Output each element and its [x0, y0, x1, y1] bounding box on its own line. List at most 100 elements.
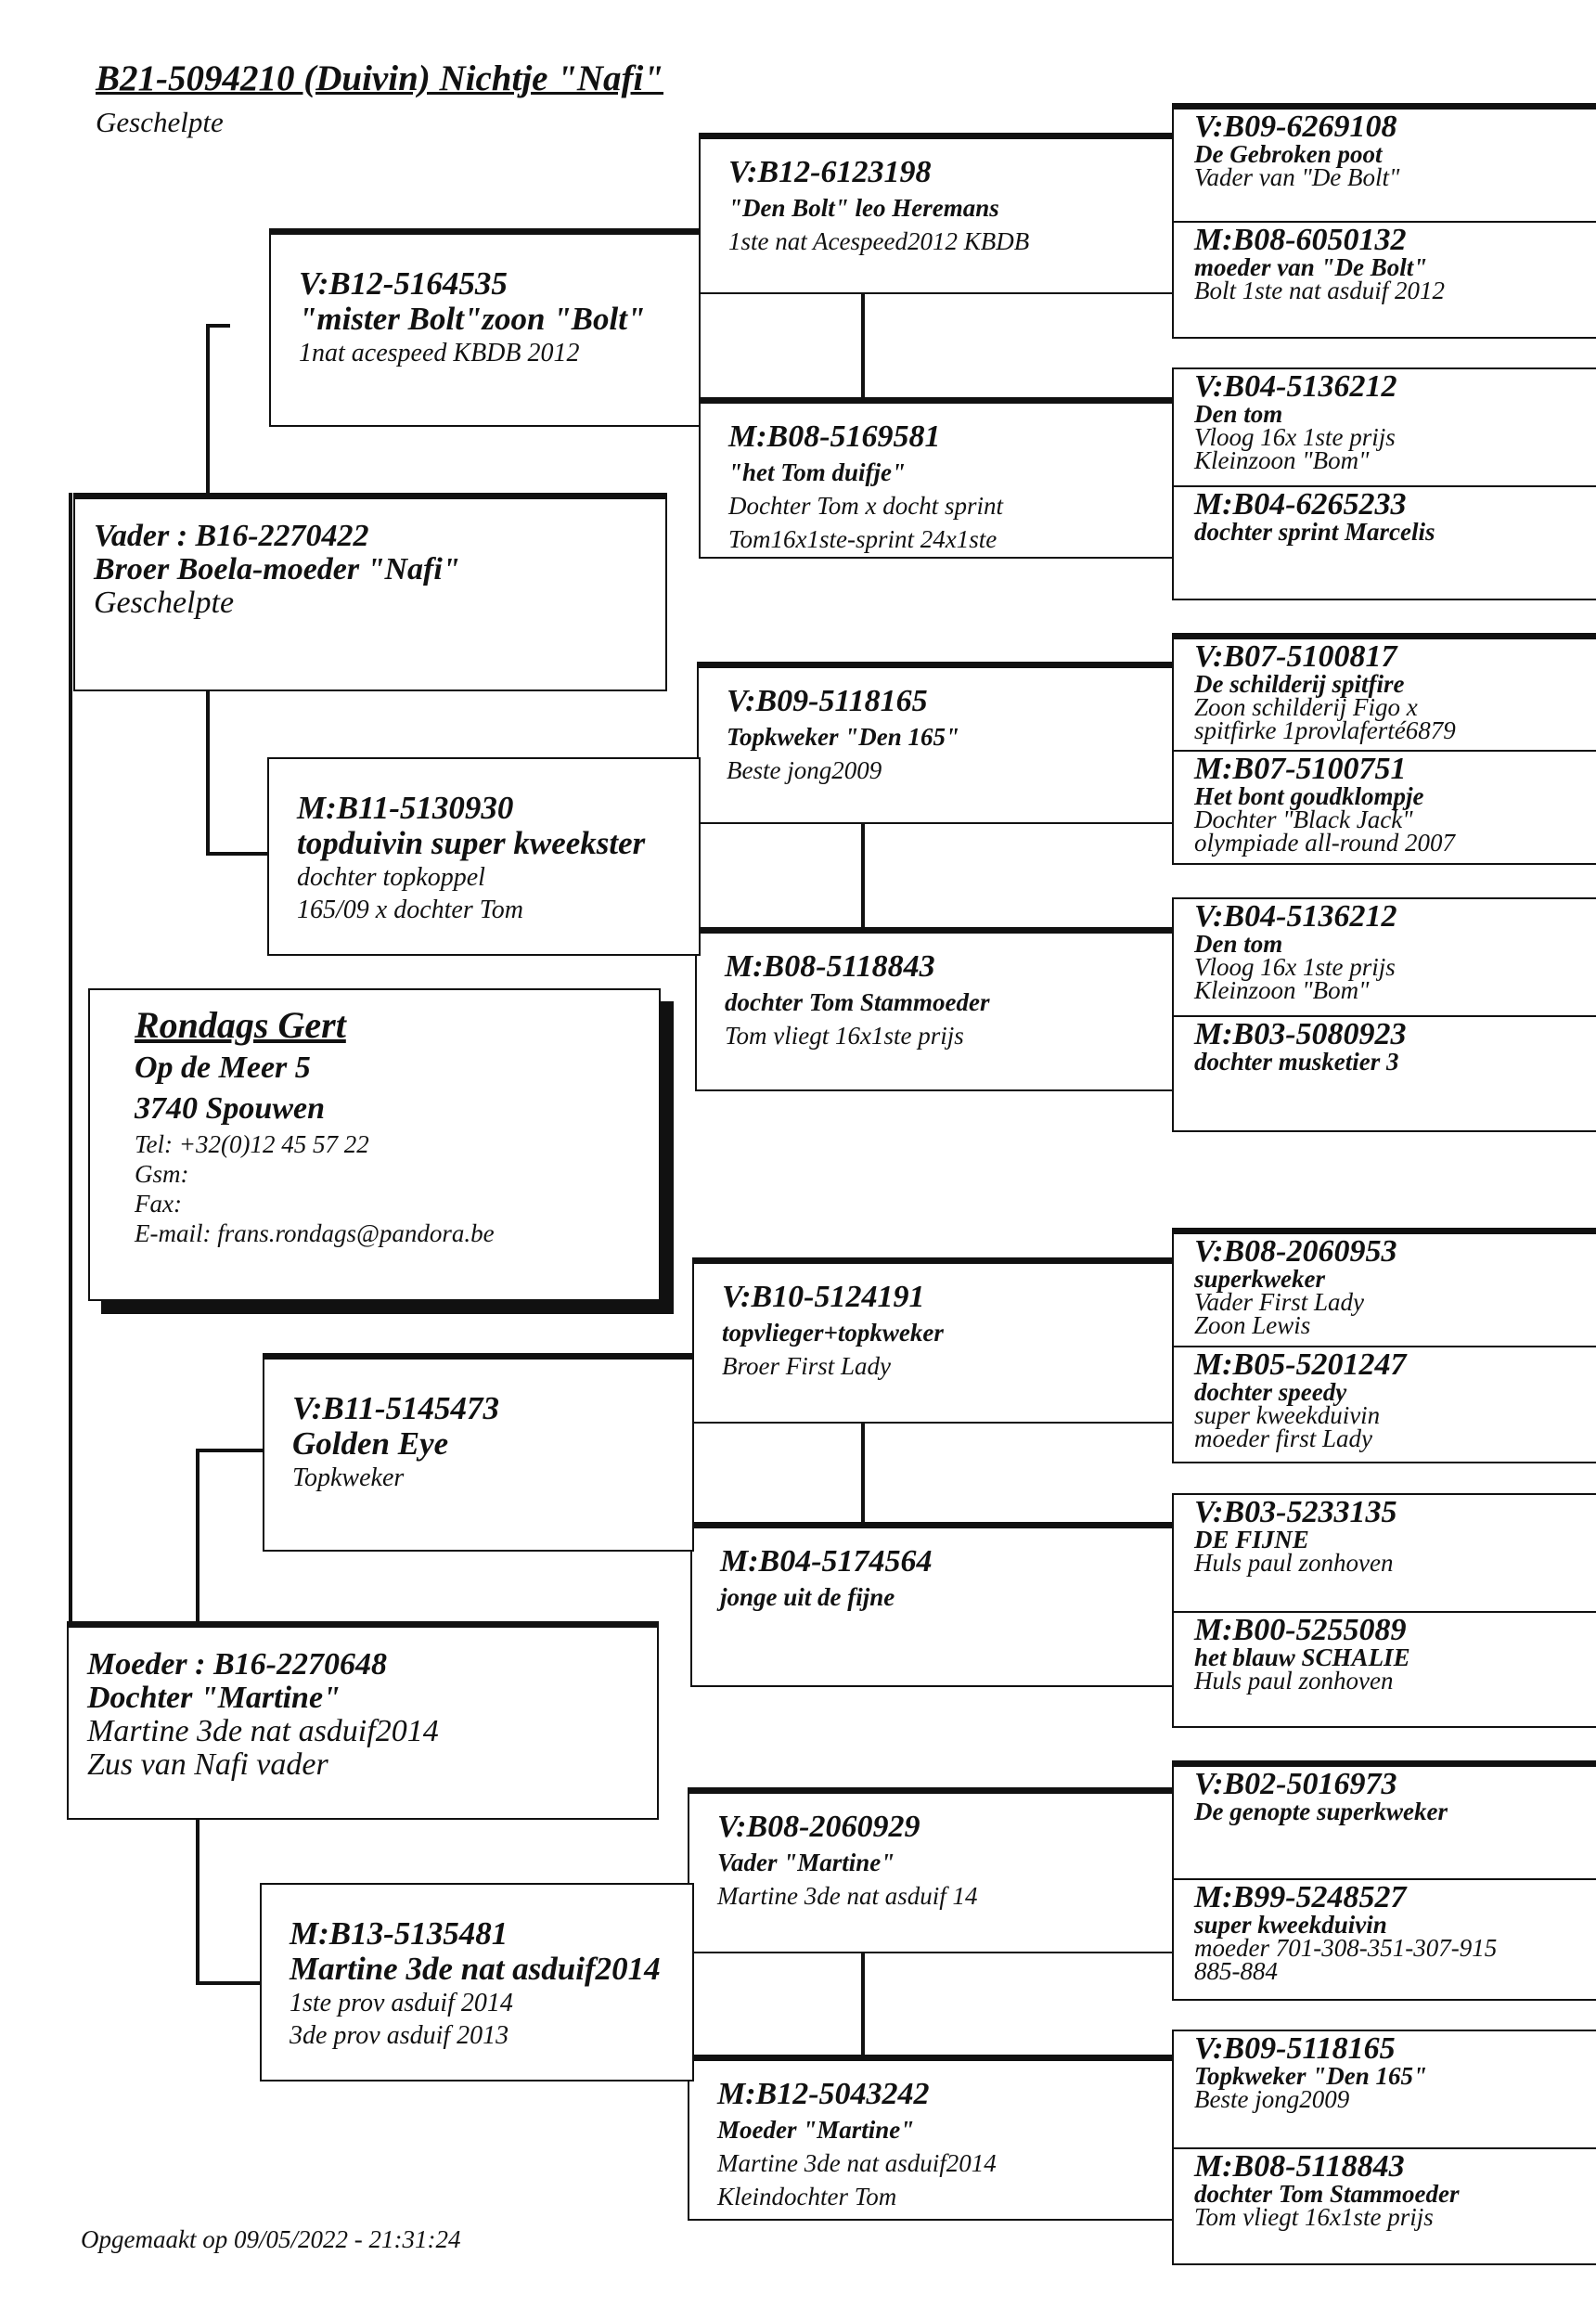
gen2-pigeon-box: V:B12-5164535"mister Bolt"zoon "Bolt"1na… [269, 228, 701, 427]
connector-line [206, 324, 230, 328]
connector-line [196, 1981, 270, 1985]
pigeon-note: Zus van Nafi vader [87, 1747, 328, 1782]
connector-line [196, 1449, 270, 1452]
ring-number: M:B08-5169581 [728, 419, 941, 454]
connector-line [206, 324, 210, 493]
ring-number: M:B08-5118843 [725, 949, 935, 984]
pigeon-name: De Gebroken poot [1194, 140, 1383, 168]
pigeon-note: Broer First Lady [722, 1352, 891, 1380]
pigeon-name: "het Tom duifje" [728, 458, 906, 486]
pigeon-name: dochter Tom Stammoeder [725, 988, 990, 1016]
pigeon-note: 3de prov asduif 2013 [290, 2021, 509, 2050]
pigeon-note: Zoon Lewis [1194, 1311, 1311, 1339]
pigeon-name: topduivin super kweekster [297, 825, 646, 861]
ring-number: V:B08-2060953 [1194, 1234, 1397, 1269]
pigeon-note: Martine 3de nat asduif2014 [717, 2149, 997, 2177]
ring-number: M:B12-5043242 [717, 2077, 930, 2111]
ring-number: M:B03-5080923 [1194, 1017, 1407, 1051]
pedigree-subtitle: Geschelpte [96, 106, 224, 138]
ring-number: V:B04-5136212 [1194, 899, 1397, 934]
pigeon-name: dochter sprint Marcelis [1194, 518, 1435, 546]
pigeon-note: Beste jong2009 [727, 756, 882, 784]
owner-name: Rondags Gert [135, 1004, 346, 1046]
pigeon-name: Topkweker "Den 165" [727, 723, 959, 751]
pigeon-note: spitfirke 1provlaferté6879 [1194, 716, 1456, 744]
ring-number: M:B07-5100751 [1194, 752, 1407, 786]
ring-number: V:B08-2060929 [717, 1810, 920, 1844]
ring-number: M:B13-5135481 [290, 1915, 508, 1952]
owner-street: Op de Meer 5 [135, 1050, 311, 1085]
pigeon-note: 885-884 [1194, 1957, 1278, 1985]
pigeon-name: Topkweker "Den 165" [1194, 2062, 1427, 2090]
ring-number: M:B04-5174564 [720, 1544, 933, 1579]
pigeon-note: 1nat acespeed KBDB 2012 [299, 339, 580, 367]
pigeon-note: Vader First Lady [1194, 1288, 1365, 1316]
pigeon-note: Tom vliegt 16x1ste prijs [725, 1022, 964, 1050]
pigeon-note: Kleindochter Tom [717, 2183, 897, 2210]
pigeon-note: Martine 3de nat asduif 14 [717, 1882, 978, 1910]
pigeon-note: Tom vliegt 16x1ste prijs [1194, 2203, 1434, 2231]
ring-number: M:B11-5130930 [297, 790, 514, 826]
pigeon-note: Kleinzoon "Bom" [1194, 446, 1370, 474]
pigeon-name: dochter musketier 3 [1194, 1048, 1399, 1076]
pigeon-note: dochter topkoppel [297, 863, 485, 892]
pigeon-name: superkweker [1194, 1265, 1325, 1293]
pigeon-note: super kweekduivin [1194, 1401, 1381, 1429]
ring-number: V:B10-5124191 [722, 1280, 925, 1314]
owner-tel: Tel: +32(0)12 45 57 22 [135, 1130, 369, 1158]
pigeon-name: moeder van "De Bolt" [1194, 253, 1428, 281]
owner-city: 3740 Spouwen [135, 1091, 325, 1126]
ring-number: V:B04-5136212 [1194, 369, 1397, 404]
pigeon-name: "Den Bolt" leo Heremans [728, 194, 999, 222]
pigeon-name: Vader "Martine" [717, 1849, 895, 1876]
ring-number: M:B00-5255089 [1194, 1613, 1407, 1647]
pigeon-name: Moeder "Martine" [717, 2116, 915, 2144]
pigeon-name: topvlieger+topkweker [722, 1319, 944, 1347]
pigeon-name: Broer Boela-moeder "Nafi" [94, 552, 460, 586]
pigeon-name: super kweekduivin [1194, 1911, 1387, 1939]
pigeon-name: dochter Tom Stammoeder [1194, 2180, 1460, 2208]
pigeon-note: Tom16x1ste-sprint 24x1ste [728, 525, 998, 553]
pigeon-name: Den tom [1194, 930, 1283, 958]
pigeon-note: 165/09 x dochter Tom [297, 896, 523, 924]
gen3-pigeon-box: M:B08-5169581"het Tom duifje"Dochter Tom… [699, 397, 1174, 559]
ring-number: M:B99-5248527 [1194, 1880, 1407, 1914]
ring-number: M:B08-6050132 [1194, 223, 1407, 257]
pigeon-name: dochter speedy [1194, 1378, 1347, 1406]
ring-number: V:B12-6123198 [728, 155, 932, 189]
ring-number: V:B09-6269108 [1194, 110, 1397, 144]
connector-line [861, 294, 865, 397]
pigeon-name: het blauw SCHALIE [1194, 1643, 1410, 1671]
connector-line [861, 1424, 865, 1522]
pigeon-name: Martine 3de nat asduif2014 [290, 1951, 661, 1987]
owner-email[interactable]: E-mail: frans.rondags@pandora.be [135, 1219, 495, 1247]
ring-number: V:B09-5118165 [727, 684, 928, 718]
pigeon-note: Vloog 16x 1ste prijs [1194, 423, 1396, 451]
pigeon-name: Den tom [1194, 400, 1283, 428]
ring-number: V:B03-5233135 [1194, 1495, 1397, 1529]
ring-number: Moeder : B16-2270648 [87, 1647, 387, 1682]
pigeon-note: Bolt 1ste nat asduif 2012 [1194, 277, 1445, 304]
pigeon-note: 1ste prov asduif 2014 [290, 1989, 513, 2017]
pigeon-name: DE FIJNE [1194, 1526, 1309, 1553]
pigeon-name: "mister Bolt"zoon "Bolt" [299, 301, 646, 337]
